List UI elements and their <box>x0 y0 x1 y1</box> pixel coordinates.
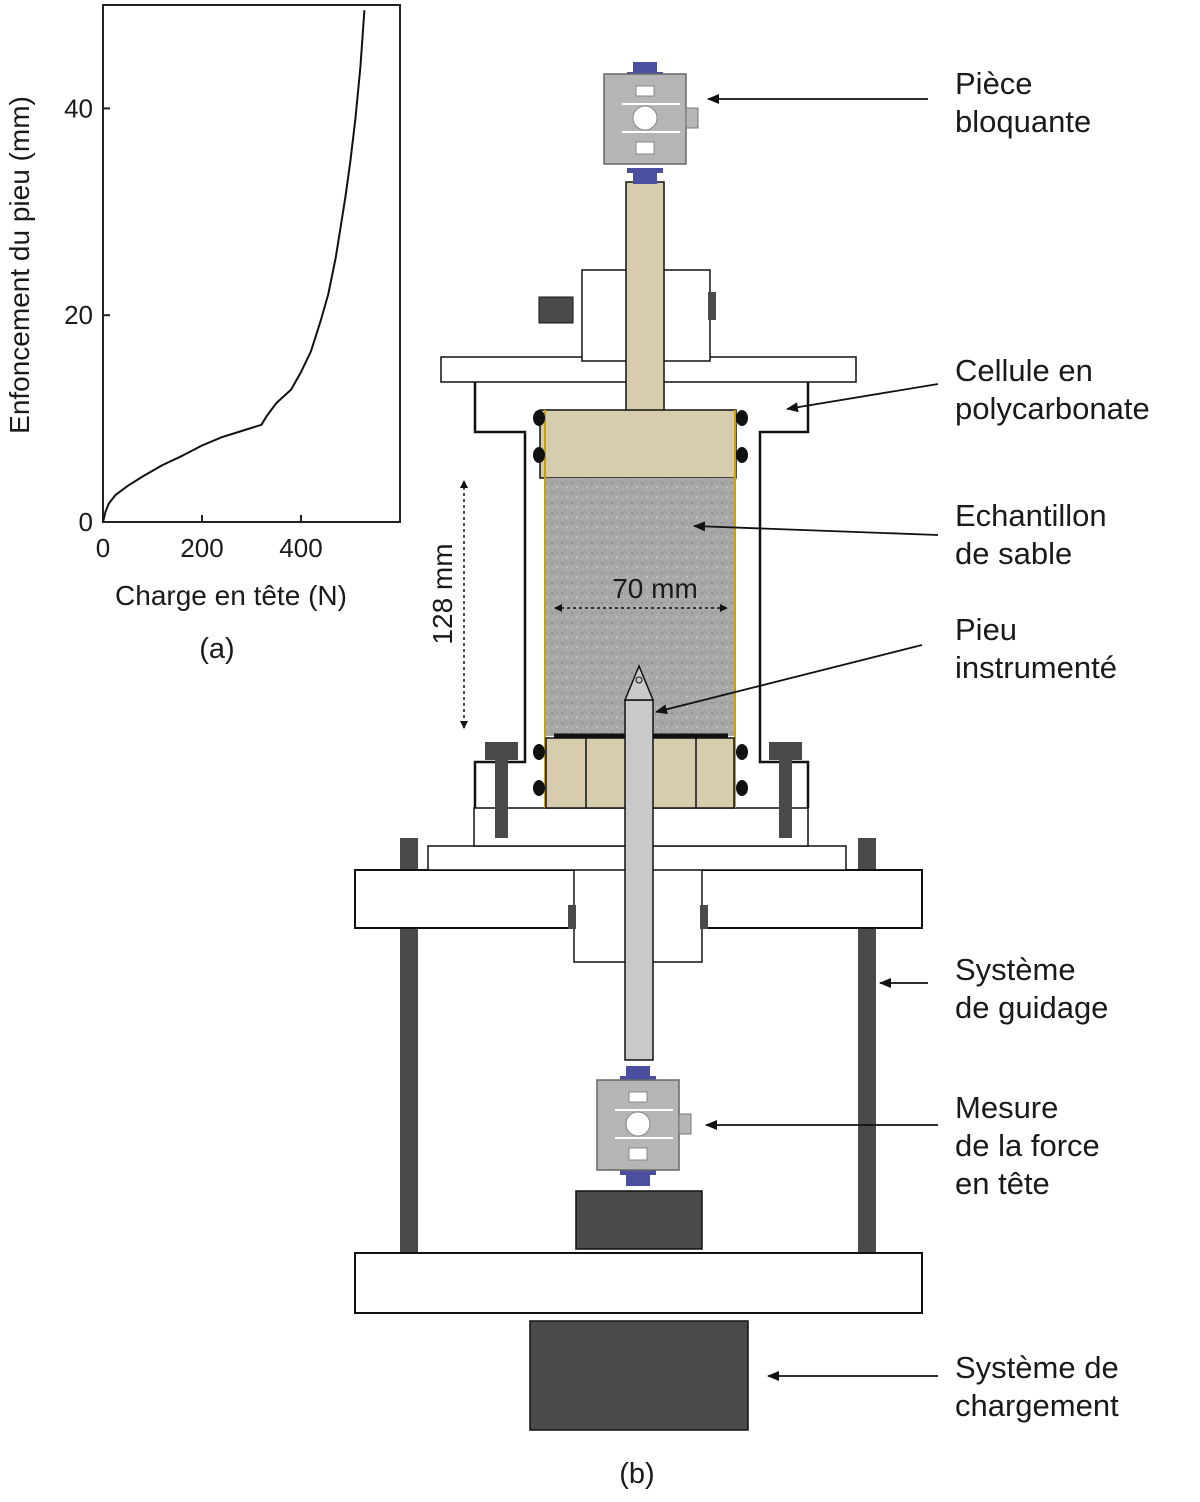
loading-actuator <box>529 1320 749 1431</box>
pile-tip-sensor <box>635 676 643 684</box>
tie-bolt-left <box>485 742 518 838</box>
bottom-plate <box>354 1252 923 1314</box>
polycarbonate-cell <box>473 382 810 808</box>
label-line: Cellule en <box>955 353 1093 388</box>
blocking-load-cell <box>603 62 699 184</box>
lower-bushing-screw-right <box>700 905 708 929</box>
arrow-cellule <box>786 383 939 413</box>
x-axis-label: Charge en tête (N) <box>115 580 347 611</box>
guide-rod-left <box>400 838 418 1300</box>
label-line: Système <box>955 952 1076 987</box>
upper-bushing-clamp <box>538 296 574 324</box>
panel-b-caption: (b) <box>619 1458 654 1490</box>
instrumented-pile <box>624 699 654 1061</box>
label-pieu: Pieu instrumenté <box>955 612 1117 685</box>
label-line: en tête <box>955 1166 1050 1201</box>
x-tick-label: 0 <box>96 533 110 563</box>
label-line: chargement <box>955 1388 1119 1423</box>
label-line: Système de <box>955 1350 1119 1385</box>
y-tick-label: 0 <box>79 507 93 537</box>
y-tick-label: 20 <box>64 300 93 330</box>
arrow-pieu <box>655 644 923 715</box>
label-echantillon: Echantillon de sable <box>955 498 1115 571</box>
panel-a-caption: (a) <box>199 633 234 665</box>
piston <box>539 409 737 479</box>
lower-bushing-screw-left <box>568 905 576 929</box>
o-ring <box>736 447 748 463</box>
penetration-chart: 0 20 40 0 200 400 Charge en tête (N) Enfonce… <box>4 4 401 665</box>
label-line: Pièce <box>955 66 1033 101</box>
label-line: Mesure <box>955 1090 1058 1125</box>
x-tick-label: 400 <box>279 533 322 563</box>
head-force-load-cell <box>596 1066 692 1186</box>
label-chargement: Système de chargement <box>955 1350 1127 1423</box>
o-ring <box>736 744 748 760</box>
label-line: polycarbonate <box>955 391 1150 426</box>
label-mesure: Mesure de la force en tête <box>955 1090 1108 1201</box>
label-line: de sable <box>955 536 1072 571</box>
apparatus-diagram: 70 mm 128 mm Pièce bloquante Cellule en … <box>354 62 1150 1490</box>
o-ring <box>736 410 748 426</box>
y-axis-label: Enfoncement du pieu (mm) <box>4 96 35 434</box>
chart-plot-frame <box>102 4 401 523</box>
label-guidage: Système de guidage <box>955 952 1108 1025</box>
upper-bushing-screw <box>708 292 716 320</box>
o-ring <box>533 410 545 426</box>
o-ring <box>533 780 545 796</box>
label-line: Echantillon <box>955 498 1107 533</box>
piston-rod <box>625 181 665 413</box>
x-tick-label: 200 <box>180 533 223 563</box>
o-ring <box>533 447 545 463</box>
chart-series <box>102 10 366 523</box>
label-line: bloquante <box>955 104 1091 139</box>
o-ring <box>533 744 545 760</box>
guide-rod-right <box>858 838 876 1300</box>
label-cellule: Cellule en polycarbonate <box>955 353 1150 426</box>
tie-bolt-right <box>769 742 802 838</box>
y-tick-label: 40 <box>64 93 93 123</box>
arrow-echantillon <box>693 521 939 536</box>
label-piece-bloquante: Pièce bloquante <box>955 66 1091 139</box>
o-ring <box>736 780 748 796</box>
height-dimension-label: 128 mm <box>427 543 458 644</box>
label-line: de guidage <box>955 990 1108 1025</box>
label-line: instrumenté <box>955 650 1117 685</box>
series-line <box>102 10 366 523</box>
label-line: Pieu <box>955 612 1017 647</box>
y-axis-ticks: 0 20 40 <box>64 93 110 537</box>
load-spacer-block <box>575 1190 703 1250</box>
width-dimension-label: 70 mm <box>612 573 698 604</box>
label-line: de la force <box>955 1128 1100 1163</box>
